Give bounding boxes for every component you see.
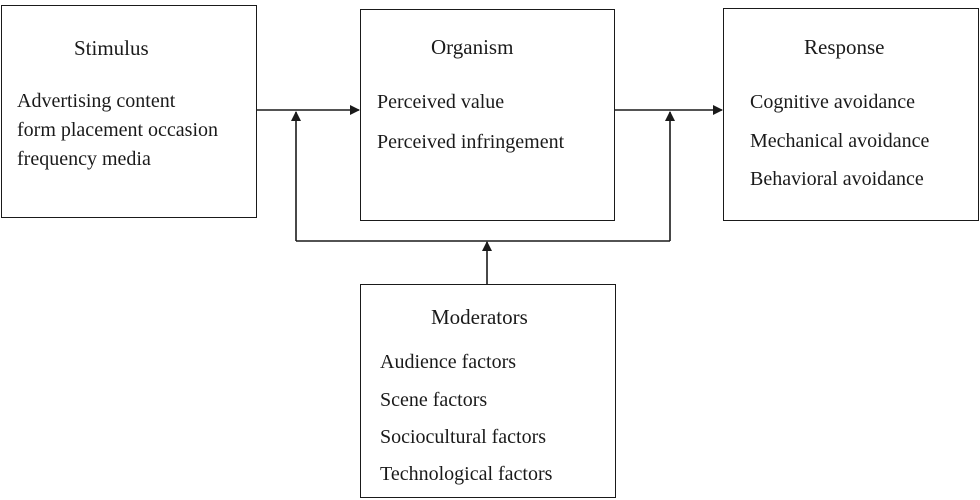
- stimulus-box: Stimulus Advertising content form placem…: [1, 5, 257, 218]
- stimulus-item: frequency media: [17, 148, 151, 170]
- response-box: Response Cognitive avoidance Mechanical …: [723, 8, 979, 221]
- moderators-title: Moderators: [431, 305, 528, 329]
- organism-item: Perceived infringement: [377, 131, 565, 153]
- stimulus-item: form placement occasion: [17, 119, 219, 141]
- moderators-box: Moderators Audience factors Scene factor…: [360, 284, 616, 498]
- moderators-item: Technological factors: [380, 463, 553, 485]
- response-item: Mechanical avoidance: [750, 130, 930, 152]
- moderators-item: Sociocultural factors: [380, 426, 547, 448]
- organism-item: Perceived value: [377, 91, 505, 113]
- organism-title: Organism: [431, 35, 514, 59]
- response-item: Behavioral avoidance: [750, 168, 924, 190]
- response-title: Response: [804, 35, 885, 59]
- response-item: Cognitive avoidance: [750, 91, 915, 113]
- moderators-item: Audience factors: [380, 351, 517, 373]
- organism-box: Organism Perceived value Perceived infri…: [360, 9, 615, 221]
- stimulus-item: Advertising content: [17, 90, 176, 112]
- moderators-item: Scene factors: [380, 389, 488, 411]
- stimulus-title: Stimulus: [74, 36, 149, 60]
